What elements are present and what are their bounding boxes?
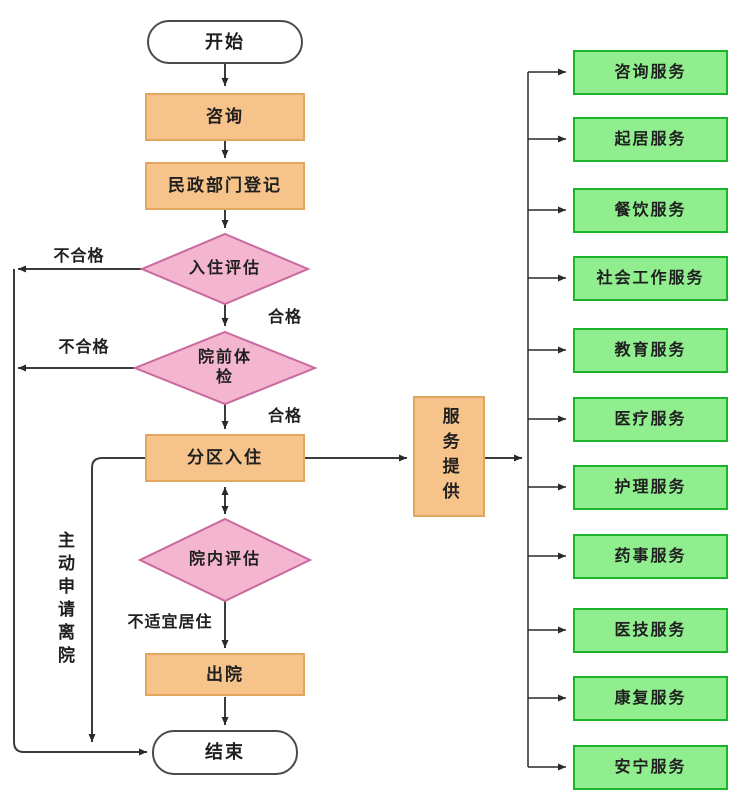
service-provision-step: 服务提供 <box>413 396 485 517</box>
service-box-pharmacy: 药事服务 <box>573 534 728 579</box>
in-house-assessment-diamond <box>137 517 313 603</box>
entry-assessment-label: 入住评估 <box>188 260 261 277</box>
zoned-admission-step: 分区入住 <box>145 434 305 482</box>
end-node: 结束 <box>152 730 298 775</box>
pre-admission-checkup-label: 院前体检 <box>197 349 252 386</box>
start-node: 开始 <box>147 20 303 64</box>
pass-label-2: 合格 <box>267 408 302 425</box>
service-box-education: 教育服务 <box>573 328 728 373</box>
pass-label-1: 合格 <box>267 309 302 326</box>
service-box-medical: 医疗服务 <box>573 397 728 442</box>
pre-admission-checkup-diamond <box>132 330 318 406</box>
unsuitable-label: 不适宜居住 <box>127 614 213 631</box>
service-box-hospice: 安宁服务 <box>573 745 728 790</box>
service-box-consult: 咨询服务 <box>573 50 728 95</box>
entry-assessment-diamond <box>139 232 311 306</box>
edge-left-rail-to-end <box>13 269 147 756</box>
edge-voluntary-leave <box>88 457 145 742</box>
service-box-rehab: 康复服务 <box>573 676 728 721</box>
consult-step: 咨询 <box>145 93 305 141</box>
discharge-step: 出院 <box>145 653 305 696</box>
service-box-nursing: 护理服务 <box>573 465 728 510</box>
fail-label-1: 不合格 <box>53 248 105 265</box>
service-box-medical-tech: 医技服务 <box>573 608 728 653</box>
civil-affairs-register-step: 民政部门登记 <box>145 162 305 210</box>
fail-label-2: 不合格 <box>58 339 110 356</box>
service-box-daily-living: 起居服务 <box>573 117 728 162</box>
voluntary-leave-label: 主动申请离院 <box>55 531 74 669</box>
service-box-catering: 餐饮服务 <box>573 188 728 233</box>
service-box-social-work: 社会工作服务 <box>573 256 728 301</box>
in-house-assessment-label: 院内评估 <box>188 551 261 568</box>
